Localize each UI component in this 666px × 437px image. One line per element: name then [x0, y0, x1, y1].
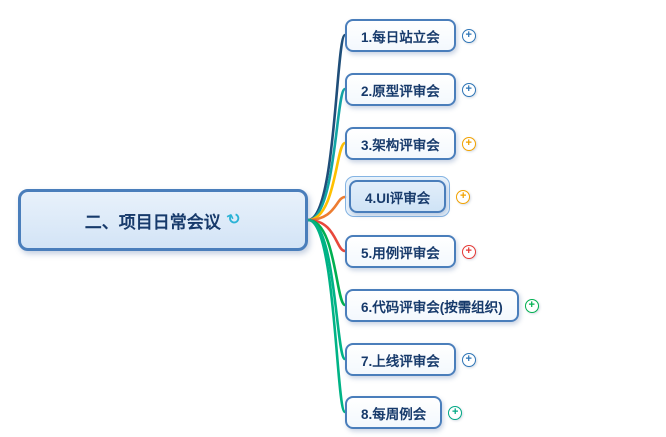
expand-button[interactable]: + — [456, 189, 471, 204]
selection-outline: 4.UI评审会 — [345, 176, 451, 217]
root-topic-row: 二、项目日常会议 ↻ — [18, 189, 308, 251]
topic-row: 6.代码评审会(按需组织) + — [345, 289, 539, 322]
branch-line — [306, 195, 347, 222]
topic-row: 4.UI评审会 + — [345, 176, 471, 217]
topic-row: 1.每日站立会 + — [345, 19, 476, 52]
expand-button[interactable]: + — [524, 298, 539, 313]
topic-row: 7.上线评审会 + — [345, 343, 476, 376]
topic-row: 2.原型评审会 + — [345, 73, 476, 106]
root-topic-node[interactable]: 二、项目日常会议 ↻ — [18, 189, 308, 251]
topic-node-2[interactable]: 2.原型评审会 — [345, 73, 456, 106]
topic-node-6[interactable]: 6.代码评审会(按需组织) — [345, 289, 519, 322]
expand-button[interactable]: + — [448, 405, 463, 420]
expand-button[interactable]: + — [461, 352, 476, 367]
topic-row: 5.用例评审会 + — [345, 235, 476, 268]
expand-button[interactable]: + — [461, 136, 476, 151]
topic-node-4-selected[interactable]: 4.UI评审会 — [349, 180, 447, 213]
expand-button[interactable]: + — [461, 82, 476, 97]
topic-row: 8.每周例会 + — [345, 396, 463, 429]
branch-line — [306, 141, 347, 222]
topic-node-7[interactable]: 7.上线评审会 — [345, 343, 456, 376]
hyperlink-icon[interactable]: ↻ — [224, 209, 244, 231]
root-topic-label: 二、项目日常会议 — [84, 212, 221, 232]
topic-node-8[interactable]: 8.每周例会 — [345, 396, 443, 429]
expand-button[interactable]: + — [461, 244, 476, 259]
branch-line — [306, 218, 347, 307]
branch-line — [306, 218, 347, 253]
topic-node-5[interactable]: 5.用例评审会 — [345, 235, 456, 268]
branch-line — [306, 218, 347, 361]
topic-node-3[interactable]: 3.架构评审会 — [345, 127, 456, 160]
branch-line — [306, 218, 347, 414]
branch-line — [306, 87, 347, 222]
topic-node-1[interactable]: 1.每日站立会 — [345, 19, 456, 52]
expand-button[interactable]: + — [461, 28, 476, 43]
branch-line — [306, 33, 347, 222]
topic-row: 3.架构评审会 + — [345, 127, 476, 160]
